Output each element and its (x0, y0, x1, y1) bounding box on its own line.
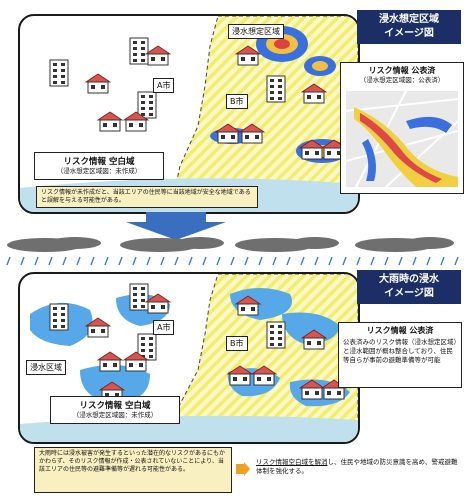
rain-band (6, 237, 459, 266)
pub-inset-map (346, 91, 458, 187)
city-b-label: B市 (226, 336, 248, 351)
rain-icon (6, 256, 459, 266)
top-title-line2: イメージ図 (384, 28, 434, 39)
building-icon (129, 37, 149, 65)
bottom-info-sub: （浸水想定区域図：未作成） (72, 411, 158, 419)
pub-inset-title: リスク情報 公表済 (368, 66, 436, 75)
building-icon (266, 321, 286, 349)
arrow-right-icon (236, 462, 250, 476)
flood-label: 浸水区域 (26, 360, 66, 375)
house-icon (97, 351, 123, 372)
bottom-title-line1: 大雨時の浸水 (379, 274, 439, 285)
building-icon (129, 283, 149, 311)
bottom-pub-text: 公表済みのリスク情報（浸水想定区域）と浸水範囲が概ね整合しており、住民等自らが事… (343, 338, 457, 364)
house-icon (85, 73, 111, 94)
arrow-down-icon (126, 212, 226, 240)
city-a-label: A市 (153, 78, 175, 93)
top-info-sub: （浸水想定区域図：未作成） (56, 167, 142, 175)
bottom-title-line2: イメージ図 (384, 288, 434, 299)
top-info-title: リスク情報 空白域 (63, 157, 135, 167)
top-map: 浸水想定区域 A市 B市 リスク情報 空白域 （浸水想定区域図：未作成） リスク… (18, 14, 360, 214)
building-icon (266, 75, 286, 103)
pub-inset: リスク情報 公表済 （浸水想定区域図：公表済） (340, 62, 464, 194)
bottom-note: 大雨時には浸水被害が発生するといった潜在的なリスクがあるにもかかわらず、そのリス… (34, 447, 232, 493)
conclusion: リスク情報空白域を解消し、住民や地域の防災意識を高め、警戒避難体制を強化する。 (256, 458, 462, 476)
bottom-title: 大雨時の浸水 イメージ図 (357, 270, 461, 304)
city-b-label: B市 (226, 94, 248, 109)
house-icon (97, 111, 123, 132)
bottom-info-title: リスク情報 空白域 (79, 401, 151, 411)
top-title-line1: 浸水想定区域 (379, 14, 439, 25)
top-warning: リスク情報が未作成だと、当該エリアの住民等に当該地域が安全な地域であると誤解を与… (36, 186, 258, 208)
pub-inset-sub: （浸水想定区域図：公表済） (359, 76, 445, 84)
bottom-map: A市 B市 浸水区域 リスク情報 空白域 （浸水想定区域図：未作成） (18, 272, 360, 444)
bottom-info-box: リスク情報 空白域 （浸水想定区域図：未作成） (50, 396, 180, 424)
cloud-icon (7, 237, 454, 252)
zone-label: 浸水想定区域 (228, 24, 284, 39)
bottom-pub-title: リスク情報 公表済 (366, 326, 434, 335)
house-icon (145, 45, 171, 66)
conclusion-link: リスク情報空白域を解消 (256, 458, 328, 466)
city-a-label: A市 (153, 320, 175, 335)
building-icon (49, 303, 69, 331)
bottom-pub-box: リスク情報 公表済 公表済みのリスク情報（浸水想定区域）と浸水範囲が概ね整合して… (338, 322, 462, 388)
top-title: 浸水想定区域 イメージ図 (357, 10, 461, 44)
building-icon (49, 59, 69, 87)
conclusion-rest: し、住民や地域の防災意識を高め、警戒避難体制を強化する。 (256, 458, 458, 475)
building-icon (137, 91, 157, 119)
top-info-box: リスク情報 空白域 （浸水想定区域図：未作成） (34, 152, 164, 180)
top-map-drawing (20, 16, 358, 212)
